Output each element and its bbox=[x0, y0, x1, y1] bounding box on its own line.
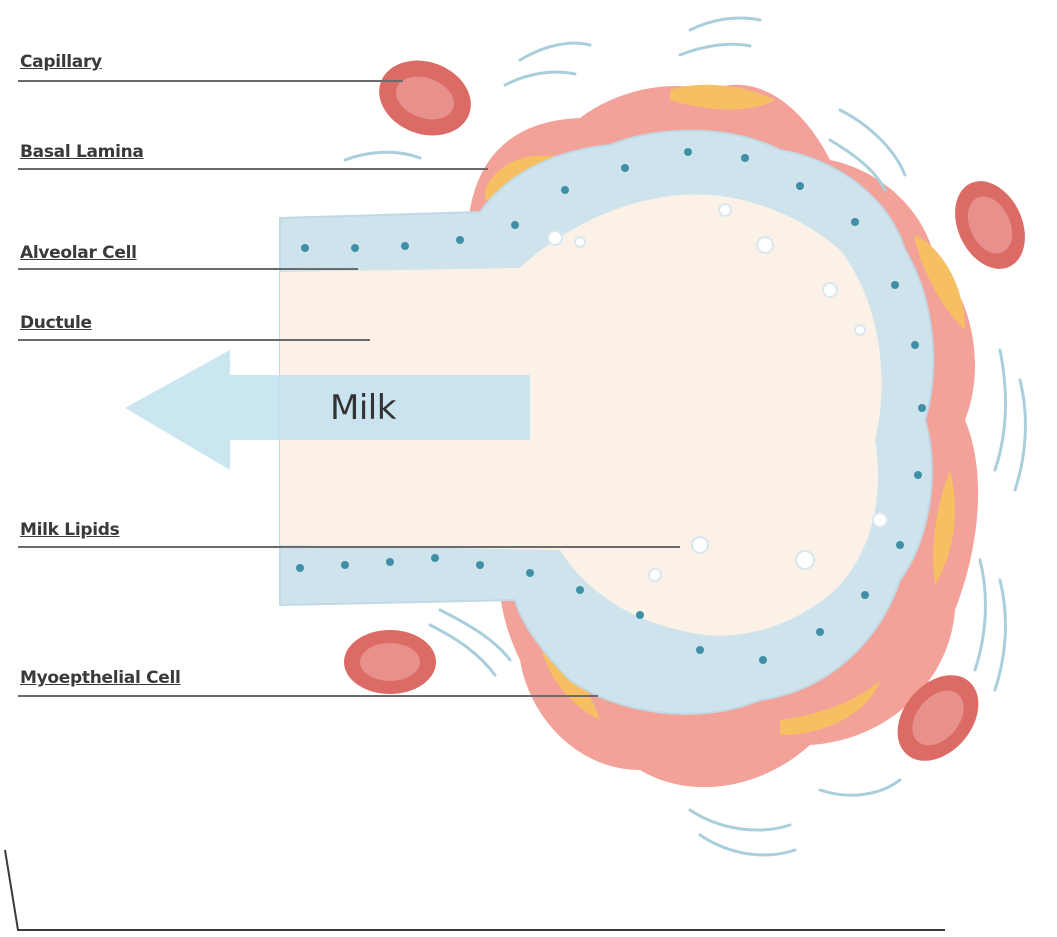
label-ductule: Ductule bbox=[20, 313, 92, 333]
leader-myoepithelial-cell bbox=[18, 695, 598, 697]
label-alveolar-cell: Alveolar Cell bbox=[20, 243, 137, 263]
milk-flow-label: Milk bbox=[330, 388, 396, 428]
label-myoepithelial-cell: Myoepthelial Cell bbox=[20, 668, 181, 688]
label-milk-lipids: Milk Lipids bbox=[20, 520, 119, 540]
leader-milk-lipids bbox=[18, 546, 680, 548]
bottom-frame-line bbox=[5, 850, 945, 930]
leader-ductule bbox=[18, 339, 370, 341]
leader-alveolar-cell bbox=[18, 268, 358, 270]
label-capillary: Capillary bbox=[20, 52, 102, 72]
leader-basal-lamina bbox=[18, 168, 488, 170]
label-basal-lamina: Basal Lamina bbox=[20, 142, 144, 162]
leader-capillary bbox=[18, 80, 403, 82]
